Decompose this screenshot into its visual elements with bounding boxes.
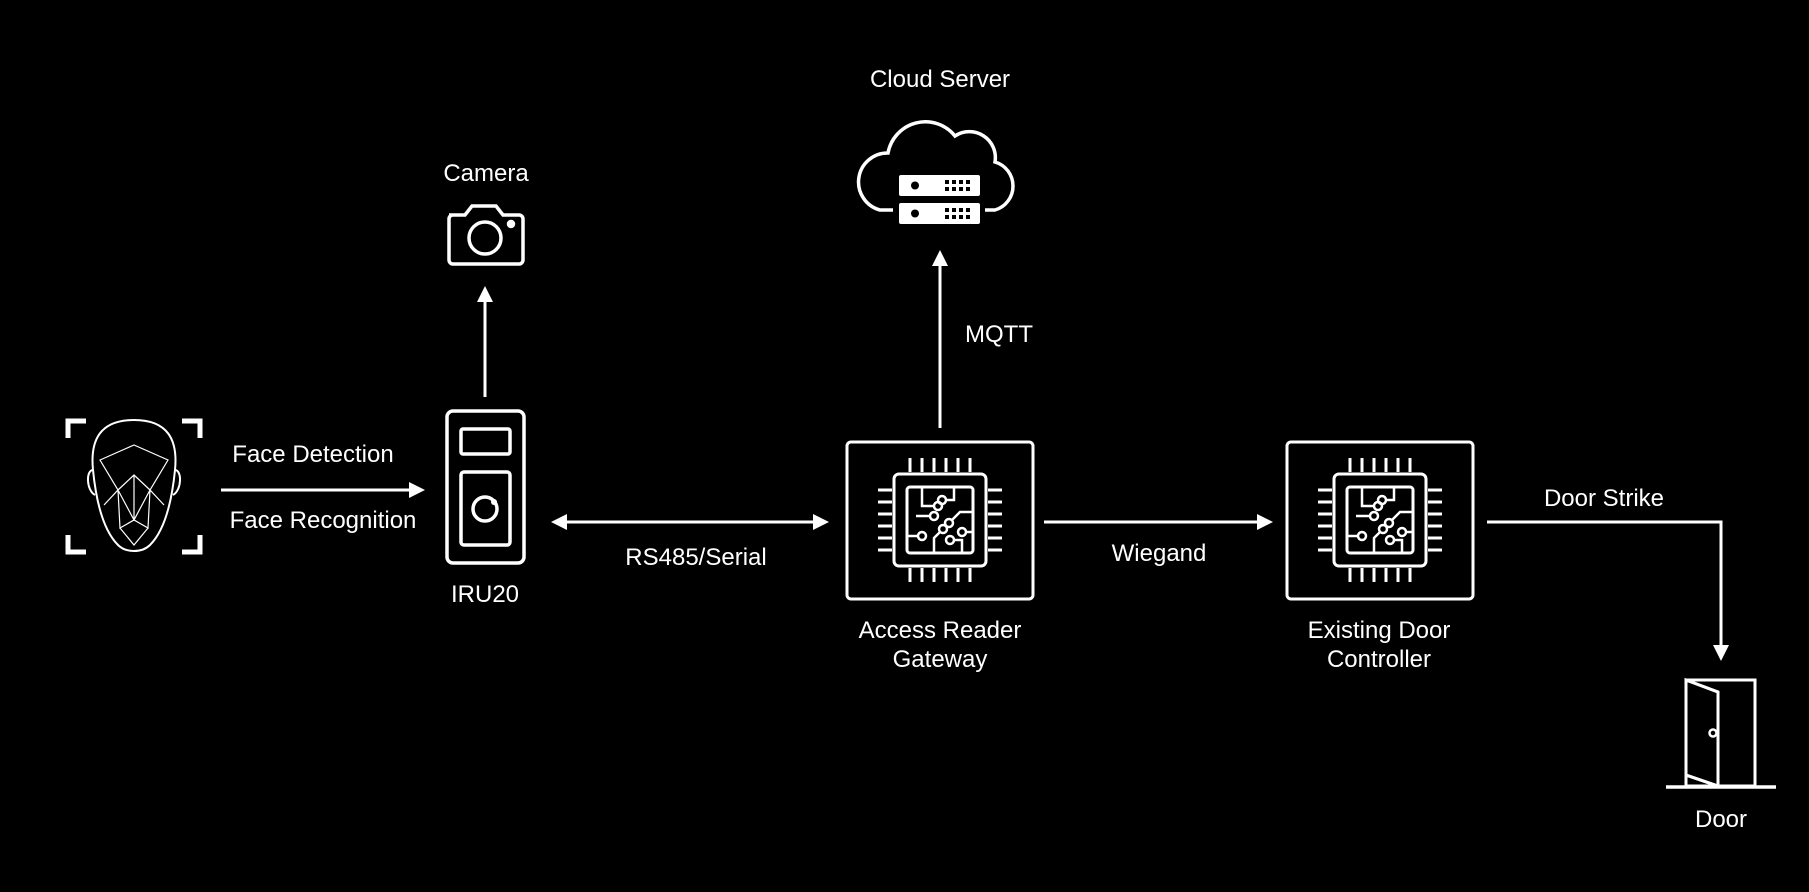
rs485-serial-label: RS485/Serial [625, 544, 767, 571]
mqtt-label: MQTT [965, 321, 1033, 348]
access-reader-gateway-label-line1: Access Reader [858, 617, 1022, 644]
wiegand-label: Wiegand [1111, 540, 1207, 567]
door-strike-label: Door Strike [1543, 485, 1665, 512]
access-reader-gateway-label-line2: Gateway [892, 646, 988, 673]
existing-door-controller-label-line1: Existing Door [1307, 617, 1451, 644]
face-recognition-label: Face Recognition [229, 507, 417, 534]
access-reader-gateway-box [845, 440, 1035, 601]
face-detection-label: Face Detection [232, 441, 394, 468]
door-label: Door [1694, 806, 1748, 833]
cloud-server-icon [856, 120, 1015, 224]
door-strike-arrow [1487, 520, 1723, 646]
camera-icon [447, 204, 525, 266]
door-icon [1666, 677, 1776, 789]
chip-icon [876, 456, 1004, 584]
existing-door-controller-label-line2: Controller [1326, 646, 1432, 673]
iru20-label: IRU20 [450, 581, 520, 608]
chip-icon [1316, 456, 1444, 584]
camera-label: Camera [443, 160, 529, 187]
cloud-server-label: Cloud Server [869, 66, 1011, 93]
reader-device-icon [445, 409, 526, 565]
existing-door-controller-box [1285, 440, 1475, 601]
face-scan-icon [65, 418, 203, 555]
